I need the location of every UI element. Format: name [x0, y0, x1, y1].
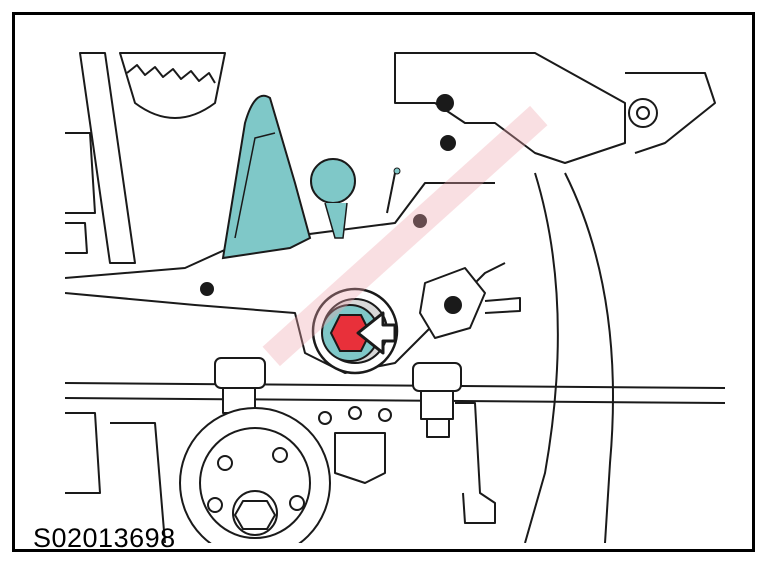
arrow-pointer-icon: [356, 311, 397, 355]
highlighted-tensioner-arm: [221, 94, 401, 260]
housing-upper-edge: [65, 182, 495, 279]
watermark: [262, 105, 548, 367]
upper-sprocket: [119, 52, 226, 119]
figure-frame: S02013698: [12, 12, 755, 552]
right-casting: [394, 52, 626, 164]
engine-timing-illustration: [65, 52, 725, 543]
figure-id-label: S02013698: [33, 523, 176, 553]
right-cover-curve: [564, 172, 614, 543]
lower-sprocket: [179, 407, 331, 543]
left-chain-guide: [79, 52, 136, 264]
right-lower-bolt: [412, 362, 496, 524]
lower-rail: [65, 382, 725, 389]
